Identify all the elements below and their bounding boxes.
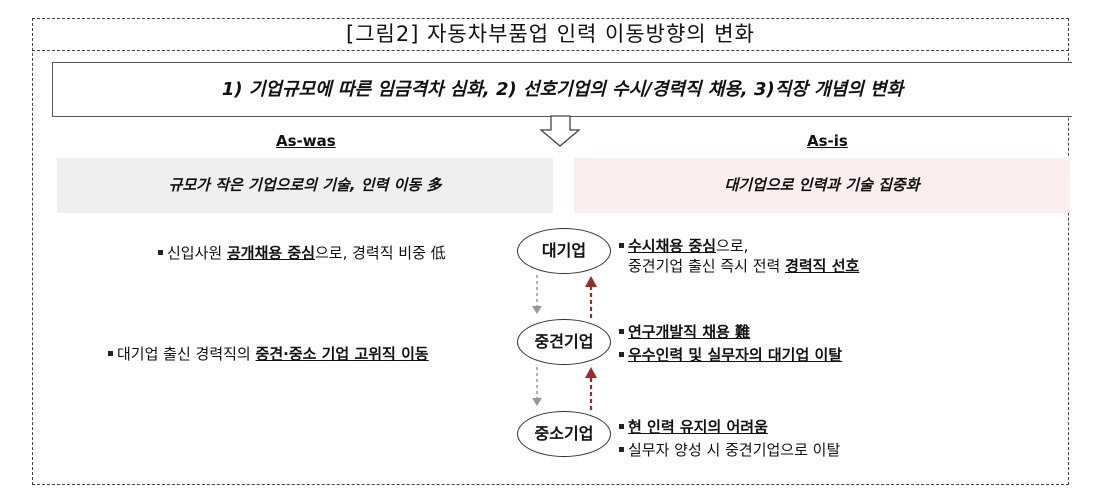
right-large-line2-pre: 중견기업 출신 즉시 전력 bbox=[628, 257, 786, 275]
as-is-heading: As-is bbox=[807, 132, 848, 150]
right-note-small: 현 인력 유지의 어려움 실무자 양성 시 중견기업으로 이탈 bbox=[619, 417, 840, 460]
right-large-line2-emphasis: 경력직 선호 bbox=[785, 257, 860, 275]
left-note-career-move: 대기업 출신 경력직의 중견·중소 기업 고위직 이동 bbox=[108, 343, 429, 364]
right-small-item2: 실무자 양성 시 중견기업으로 이탈 bbox=[628, 441, 841, 459]
bullet-square-icon bbox=[158, 250, 163, 255]
node-mid-enterprise: 중견기업 bbox=[517, 319, 611, 365]
as-is-summary: 대기업으로 인력과 기술 집중화 bbox=[574, 158, 1070, 213]
causes-banner: 1) 기업규모에 따른 임금격차 심화, 2) 선호기업의 수시/경력직 채용,… bbox=[52, 62, 1072, 117]
node-large-enterprise: 대기업 bbox=[517, 228, 611, 274]
as-was-summary: 규모가 작은 기업으로의 기술, 인력 이동 多 bbox=[57, 158, 553, 213]
figure-title: [그림2] 자동차부품업 인력 이동방향의 변화 bbox=[32, 18, 1069, 51]
bullet-square-icon bbox=[619, 243, 624, 248]
bullet-square-icon bbox=[619, 447, 624, 452]
right-note-mid: 연구개발직 채용 難 우수인력 및 실무자의 대기업 이탈 bbox=[619, 322, 842, 365]
bullet-square-icon bbox=[619, 329, 624, 334]
right-note-large: 수시채용 중심으로, 중견기업 출신 즉시 전력 경력직 선호 bbox=[619, 236, 859, 276]
as-was-heading: As-was bbox=[276, 132, 336, 150]
left-note-1-emphasis: 공개채용 중심 bbox=[226, 244, 315, 262]
down-arrowhead-1 bbox=[532, 306, 542, 314]
right-large-line1-emphasis: 수시채용 중심 bbox=[628, 237, 717, 255]
bullet-square-icon bbox=[619, 424, 624, 429]
left-note-1-post: 으로, 경력직 비중 低 bbox=[315, 244, 446, 262]
down-arrowhead-2 bbox=[532, 398, 542, 406]
right-mid-item1: 연구개발직 채용 難 bbox=[628, 323, 751, 341]
node-small-enterprise: 중소기업 bbox=[517, 411, 611, 457]
left-note-1-pre: 신입사원 bbox=[167, 244, 227, 262]
left-note-2-pre: 대기업 출신 경력직의 bbox=[117, 345, 256, 363]
right-large-line1-post: 으로, bbox=[716, 237, 749, 255]
bullet-square-icon bbox=[619, 352, 624, 357]
left-note-2-emphasis: 중견·중소 기업 고위직 이동 bbox=[255, 345, 429, 363]
right-mid-item2: 우수인력 및 실무자의 대기업 이탈 bbox=[628, 346, 843, 364]
bullet-square-icon bbox=[108, 351, 113, 356]
figure-frame bbox=[32, 18, 1069, 485]
down-transition-arrow bbox=[539, 115, 581, 147]
left-note-recruitment: 신입사원 공개채용 중심으로, 경력직 비중 低 bbox=[158, 242, 446, 263]
up-arrowhead-2 bbox=[585, 367, 597, 378]
up-arrowhead-1 bbox=[585, 276, 597, 287]
right-small-item1: 현 인력 유지의 어려움 bbox=[628, 418, 768, 436]
